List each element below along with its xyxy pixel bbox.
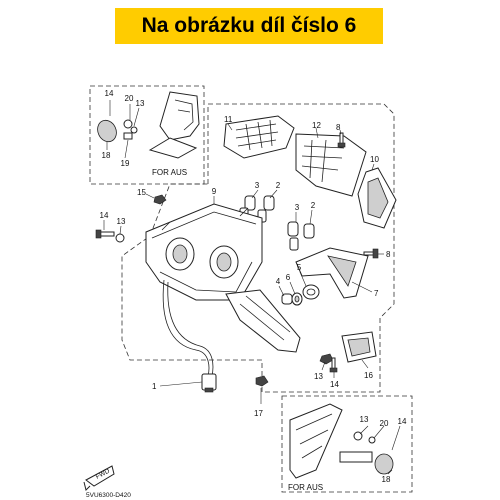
callout-18: 18 <box>382 475 391 484</box>
callout-14: 14 <box>100 211 109 220</box>
reflector-7 <box>295 247 369 299</box>
callout-16: 16 <box>364 371 373 380</box>
callout-2: 2 <box>276 181 281 190</box>
callout-6: 6 <box>286 273 291 282</box>
callout-14: 14 <box>330 380 339 389</box>
callout-3: 3 <box>295 203 300 212</box>
header-banner: Na obrázku díl číslo 6 <box>115 8 383 44</box>
nut-17 <box>255 375 269 387</box>
callout-12: 12 <box>312 121 321 130</box>
callout-9: 9 <box>212 187 217 196</box>
callout-10: 10 <box>370 155 379 164</box>
callout-13: 13 <box>314 372 323 381</box>
bolt-14-lower <box>329 357 338 373</box>
header-title: Na obrázku díl číslo 6 <box>141 14 357 37</box>
inset-top-left <box>89 85 205 185</box>
callout-14: 14 <box>398 417 407 426</box>
bolt-8-right <box>363 248 379 259</box>
callout-13: 13 <box>360 415 369 424</box>
callout-5: 5 <box>297 263 302 272</box>
wire-harness <box>162 279 217 393</box>
lens-11 <box>223 115 295 159</box>
bulbs-right <box>287 221 315 251</box>
inset-bottom-right <box>281 395 413 493</box>
bolt-8-top <box>337 132 346 148</box>
callout-18: 18 <box>102 151 111 160</box>
lens-12 <box>295 133 367 197</box>
inset-bottom-label: FOR AUS <box>288 483 323 492</box>
lens-10 <box>357 167 397 229</box>
bolt-14-left <box>95 229 115 239</box>
grommet-6 <box>291 292 303 306</box>
callout-19: 19 <box>121 159 130 168</box>
callout-20: 20 <box>125 94 134 103</box>
washer-13-left <box>115 233 125 243</box>
callout-1: 1 <box>152 382 157 391</box>
callout-7: 7 <box>374 289 379 298</box>
callout-8: 8 <box>386 250 391 259</box>
socket-5 <box>302 284 320 300</box>
callout-11: 11 <box>224 115 233 124</box>
callout-4: 4 <box>276 277 281 286</box>
inset-top-label: FOR AUS <box>152 168 187 177</box>
callout-8: 8 <box>336 123 341 132</box>
callout-13: 13 <box>136 99 145 108</box>
callout-14: 14 <box>105 89 114 98</box>
tail-light-housing <box>145 203 301 353</box>
callout-2: 2 <box>311 201 316 210</box>
main-assembly-outline <box>121 103 395 393</box>
callout-15: 15 <box>137 188 146 197</box>
license-light-16 <box>341 331 377 363</box>
diagram-ref-code: 5VU6300-D420 <box>86 492 131 499</box>
callout-20: 20 <box>380 419 389 428</box>
fwd-arrow-icon: FWD <box>83 465 115 491</box>
callout-3: 3 <box>255 181 260 190</box>
nut-15 <box>153 194 167 205</box>
callout-13: 13 <box>117 217 126 226</box>
nut-13-lower <box>319 353 334 365</box>
callout-17: 17 <box>254 409 263 418</box>
